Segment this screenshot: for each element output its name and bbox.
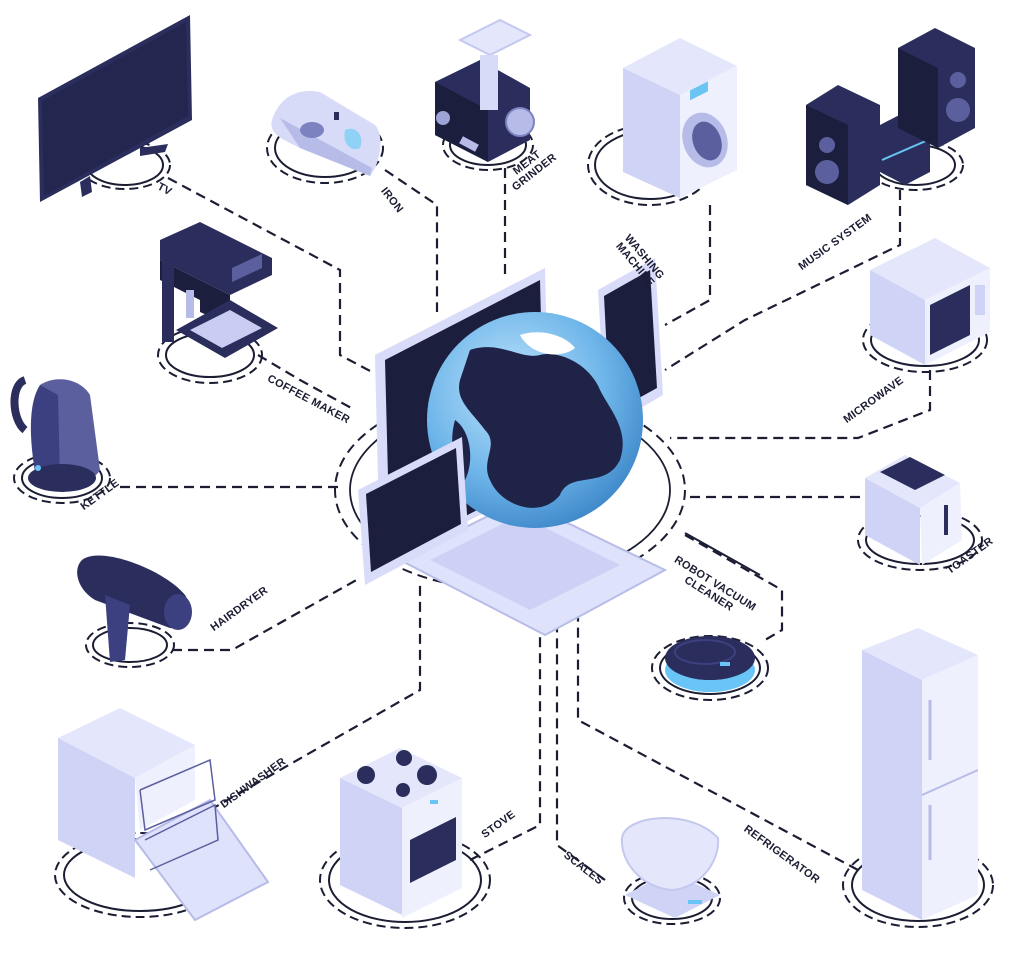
refrigerator-icon [862,628,979,920]
connector-scales [555,598,606,881]
connector-washing-machine [664,205,712,326]
ring-hairdryer [85,622,175,668]
connector-coffee-maker [257,354,356,411]
connector-stove [469,598,542,861]
connector-robot-vacuum [684,534,784,641]
connector-iron [384,169,439,312]
meat-grinder-icon [435,18,535,162]
connector-lines [120,168,932,881]
stove-icon [340,748,462,918]
washing-machine-icon [623,38,737,198]
toaster-icon [865,455,962,565]
connector-refrigerator [576,595,859,871]
connector-hairdryer [172,577,361,652]
hairdryer-icon [77,555,192,662]
microwave-icon [870,238,990,365]
coffee-maker-icon [160,222,278,358]
connector-music-system [664,190,902,371]
music-system-icon [806,28,975,205]
dishwasher-icon [58,708,270,922]
scales-icon [620,817,720,918]
iron-icon [271,90,381,176]
tv-icon [38,15,192,202]
kettle-icon [10,376,100,492]
connector-dishwasher [209,585,422,811]
connector-microwave [670,370,932,440]
connector-tv [167,177,373,373]
robot-vacuum-icon [665,636,755,692]
central-hub [334,258,686,637]
